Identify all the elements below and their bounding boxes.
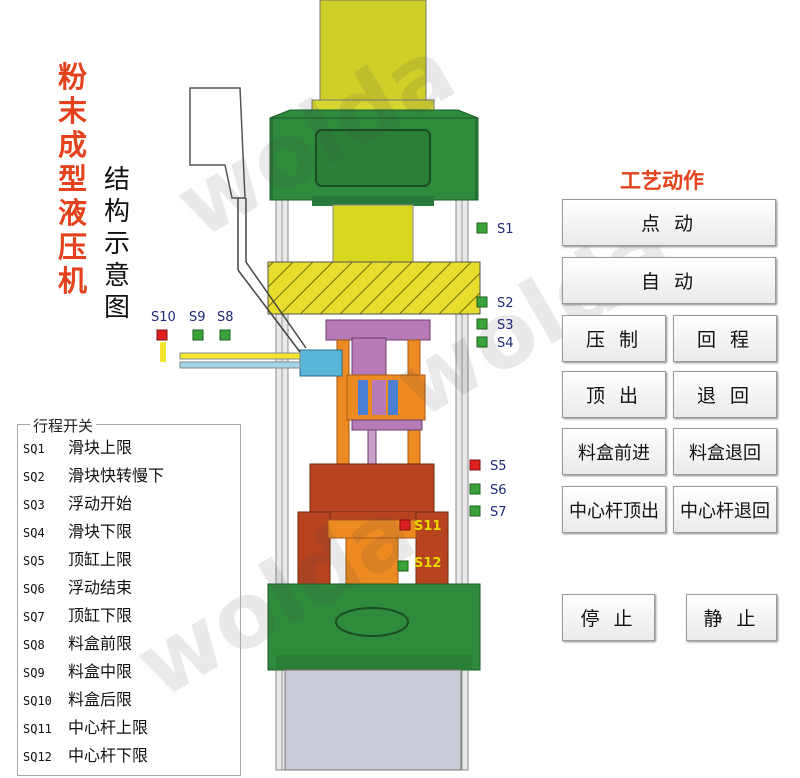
legend-code: SQ8 [23, 638, 45, 652]
legend-row: SQ9 料盒中限 [23, 658, 133, 681]
legend-row: SQ7 顶缸下限 [23, 602, 133, 625]
legend-label: 中心杆下限 [68, 746, 149, 765]
sensor-s10-marker [156, 329, 168, 341]
title-main-char: 机 [58, 264, 88, 298]
legend-code: SQ12 [23, 750, 52, 764]
jog-button[interactable]: 点 动 [562, 199, 776, 246]
feeder-box [299, 349, 343, 377]
legend-code: SQ2 [23, 470, 45, 484]
eject-button[interactable]: 顶 出 [562, 371, 666, 418]
feeder-forward-button[interactable]: 料盒前进 [562, 428, 666, 475]
title-main-char: 成 [58, 128, 88, 162]
title-sub-char: 意 [104, 261, 131, 291]
legend-label: 顶缸下限 [68, 606, 133, 625]
sensor-s4-marker [476, 336, 488, 348]
retract-button[interactable]: 退 回 [673, 371, 777, 418]
legend-code: SQ5 [23, 554, 45, 568]
sensor-s11-marker [399, 519, 411, 531]
halt-button[interactable]: 静 止 [686, 594, 777, 641]
legend-code: SQ11 [23, 722, 52, 736]
title-sub-char: 构 [104, 197, 131, 227]
legend-title: 行程开关 [30, 415, 97, 436]
legend-code: SQ4 [23, 526, 45, 540]
legend-code: SQ6 [23, 582, 45, 596]
legend-label: 滑块快转慢下 [68, 466, 165, 485]
legend-label: 中心杆上限 [68, 718, 149, 737]
sensor-s1-label: S1 [497, 222, 514, 237]
sensor-s5-label: S5 [490, 459, 507, 474]
sensor-s9-marker [192, 329, 204, 341]
legend-code: SQ3 [23, 498, 45, 512]
core-rod-up-button[interactable]: 中心杆顶出 [562, 486, 666, 533]
sensor-s2-label: S2 [497, 296, 514, 311]
sensor-s7-label: S7 [490, 505, 507, 520]
sensor-s4-label: S4 [497, 336, 514, 351]
ejector-cylinder [284, 669, 462, 771]
feeder-back-button[interactable]: 料盒退回 [673, 428, 777, 475]
title-main-char: 粉 [58, 60, 88, 94]
sensor-s10-label: S10 [151, 310, 176, 325]
title-main: 粉 末 成 型 液 压 机 [58, 60, 92, 298]
sensor-s6-label: S6 [490, 483, 507, 498]
title-sub: 结 构 示 意 图 [104, 164, 138, 324]
legend-code: SQ10 [23, 694, 52, 708]
legend-row: SQ4 滑块下限 [23, 518, 133, 541]
legend-row: SQ11 中心杆上限 [23, 714, 149, 737]
return-button[interactable]: 回 程 [673, 315, 777, 362]
sensor-s3-label: S3 [497, 318, 514, 333]
process-actions-title: 工艺动作 [620, 169, 704, 193]
title-main-char: 压 [58, 230, 88, 264]
legend-label: 浮动开始 [68, 494, 133, 513]
legend-row: SQ3 浮动开始 [23, 490, 133, 513]
piston-rod [332, 204, 414, 264]
legend-row: SQ5 顶缸上限 [23, 546, 133, 569]
legend-label: 料盒后限 [68, 690, 133, 709]
stop-button[interactable]: 停 止 [562, 594, 655, 641]
legend-code: SQ1 [23, 442, 45, 456]
sensor-s5-marker [469, 459, 481, 471]
title-main-char: 液 [58, 196, 88, 230]
sensor-s9-label: S9 [189, 310, 206, 325]
legend-label: 料盒中限 [68, 662, 133, 681]
press-button[interactable]: 压 制 [562, 315, 666, 362]
sensor-s11-label: S11 [414, 519, 442, 534]
legend-label: 顶缸上限 [68, 550, 133, 569]
title-main-char: 型 [58, 162, 88, 196]
main-cylinder [319, 0, 427, 106]
core-rod-back-button[interactable]: 中心杆退回 [673, 486, 777, 533]
title-sub-char: 图 [104, 293, 131, 323]
sensor-s8-label: S8 [217, 310, 234, 325]
legend-row: SQ2 滑块快转慢下 [23, 462, 165, 485]
legend-label: 滑块上限 [68, 438, 133, 457]
legend-label: 浮动结束 [68, 578, 133, 597]
title-sub-char: 示 [104, 229, 131, 259]
sensor-s3-marker [476, 318, 488, 330]
legend-row: SQ12 中心杆下限 [23, 742, 149, 765]
legend-row: SQ8 料盒前限 [23, 630, 133, 653]
legend-row: SQ1 滑块上限 [23, 434, 133, 457]
slider [267, 261, 481, 315]
sensor-s2-marker [476, 296, 488, 308]
sensor-s12-marker [397, 560, 409, 572]
legend-label: 滑块下限 [68, 522, 133, 541]
legend-label: 料盒前限 [68, 634, 133, 653]
sensor-s6-marker [469, 483, 481, 495]
feeder-arm [189, 87, 246, 199]
legend-code: SQ9 [23, 666, 45, 680]
sensor-s7-marker [469, 505, 481, 517]
sensor-s1-marker [476, 222, 488, 234]
auto-button[interactable]: 自 动 [562, 257, 776, 304]
limit-switch-legend: 行程开关 SQ1 滑块上限 SQ2 滑块快转慢下 SQ3 浮动开始 SQ4 滑块下限 S… [17, 415, 241, 776]
legend-code: SQ7 [23, 610, 45, 624]
legend-row: SQ10 料盒后限 [23, 686, 133, 709]
lower-die-block [309, 463, 435, 513]
legend-row: SQ6 浮动结束 [23, 574, 133, 597]
sensor-s8-marker [219, 329, 231, 341]
title-sub-char: 结 [104, 165, 131, 195]
sensor-s12-label: S12 [414, 556, 442, 571]
title-main-char: 末 [58, 94, 88, 128]
